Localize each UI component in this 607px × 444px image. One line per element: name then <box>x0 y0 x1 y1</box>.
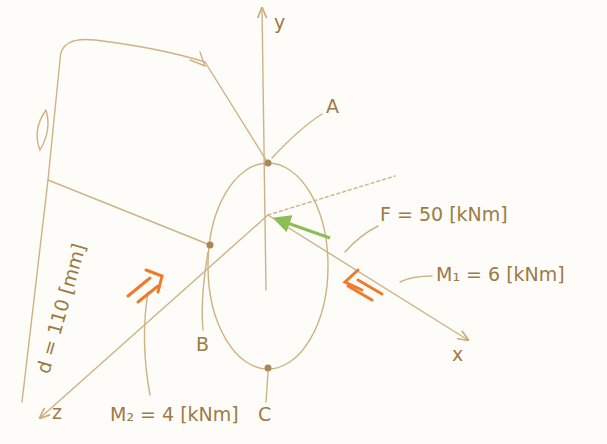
moment-m1-shaft <box>348 280 382 300</box>
aux-line <box>268 176 395 215</box>
moment-m1-head <box>345 270 362 290</box>
point-a <box>265 160 272 167</box>
leader-m1 <box>400 276 432 282</box>
force-arrow <box>276 219 330 238</box>
point-label: A <box>326 96 339 117</box>
leader-f <box>345 226 378 252</box>
axis-label: z <box>52 402 62 423</box>
point-b <box>207 242 214 249</box>
shaft-end <box>37 110 48 150</box>
point-c <box>265 365 272 372</box>
dimension-label: d = 110 [mm] <box>33 241 90 376</box>
force-label: F = 50 [kNm] <box>380 204 508 225</box>
axis-label: y <box>274 12 285 33</box>
axis-label: x <box>452 344 463 365</box>
moment-m2-head <box>146 270 162 292</box>
point-label: B <box>196 334 209 355</box>
leader-b <box>202 252 208 330</box>
shaft-section <box>208 163 328 369</box>
leader-c <box>266 372 268 402</box>
moment-label: M₂ = 4 [kNm] <box>110 404 239 425</box>
shaft-tick <box>190 52 205 66</box>
moment-m2-shaft <box>128 278 158 302</box>
leader-a <box>272 114 322 158</box>
points <box>207 160 272 372</box>
moment-label: M₁ = 6 [kNm] <box>436 264 565 285</box>
point-label: C <box>258 404 271 425</box>
y-axis <box>262 8 266 290</box>
shaft-outline <box>48 39 268 245</box>
leader-m2 <box>144 292 150 395</box>
